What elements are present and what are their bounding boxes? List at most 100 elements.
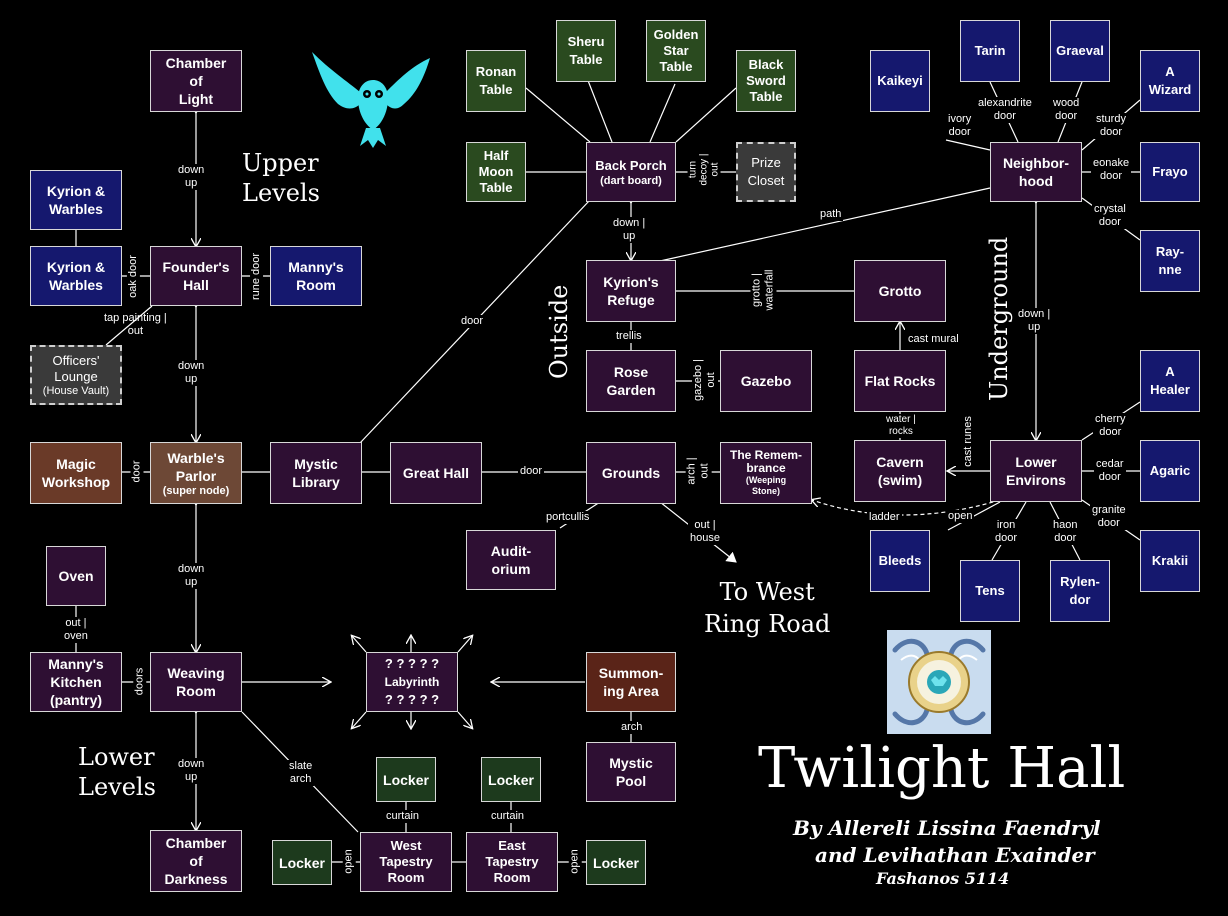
edge-label: tap painting |out (104, 312, 167, 337)
room-locker-west-upper[interactable]: Locker (376, 757, 436, 802)
room-label: Chamber (165, 835, 227, 851)
room-raynne[interactable]: Ray-nne (1140, 230, 1200, 292)
room-neighborhood[interactable]: Neighbor-hood (990, 142, 1082, 202)
room-label: Great Hall (402, 465, 470, 481)
room-officers-lounge[interactable]: Officers'Lounge(House Vault) (30, 345, 122, 405)
room-label: Mystic (294, 456, 338, 472)
room-label: Workshop (41, 474, 111, 490)
room-label: Manny's (288, 259, 344, 275)
room-label: Tapestry (379, 854, 433, 869)
room-kyrion-warbles-upper[interactable]: Kyrion &Warbles (30, 170, 122, 230)
room-label: East (498, 838, 526, 853)
room-label: Light (178, 91, 214, 107)
room-label: A (1165, 64, 1175, 79)
room-flat-rocks[interactable]: Flat Rocks (854, 350, 946, 412)
room-label: Tarin (974, 43, 1006, 58)
edge-label: grotto |waterfall (750, 267, 777, 313)
room-label: Manny's (48, 656, 104, 672)
credits-date: Fashanos 5114 (876, 869, 1010, 888)
room-label: Moon (478, 164, 514, 179)
room-locker-east[interactable]: Locker (586, 840, 646, 885)
room-oven[interactable]: Oven (46, 546, 106, 606)
room-grounds[interactable]: Grounds (586, 442, 676, 504)
room-locker-east-upper[interactable]: Locker (481, 757, 541, 802)
room-label: Table (659, 59, 693, 74)
room-kyrion-warbles[interactable]: Kyrion &Warbles (30, 246, 122, 306)
room-label: brance (746, 461, 786, 475)
room-gazebo[interactable]: Gazebo (720, 350, 812, 412)
room-label: A (1165, 364, 1175, 379)
room-label: Labyrinth (384, 675, 440, 689)
room-label: Room (387, 870, 425, 885)
room-label: Table (479, 82, 513, 97)
room-summoning-area[interactable]: Summon-ing Area (586, 652, 676, 712)
room-label: Parlor (175, 467, 217, 484)
room-kaikeyi[interactable]: Kaikeyi (870, 50, 930, 112)
room-agaric[interactable]: Agaric (1140, 440, 1200, 502)
room-label: The Remem- (729, 448, 803, 462)
edge-label: trellis (614, 330, 644, 343)
room-locker-west[interactable]: Locker (272, 840, 332, 885)
room-label: Table (569, 52, 603, 67)
room-label: Magic (56, 456, 96, 472)
room-bleeds[interactable]: Bleeds (870, 530, 930, 592)
edge-label: oak door (126, 253, 140, 300)
room-label: Ray- (1155, 244, 1185, 259)
room-label: Room (296, 277, 336, 293)
room-label: Grotto (878, 283, 922, 299)
room-label: Room (493, 870, 531, 885)
room-a-wizard[interactable]: A Wizard (1140, 50, 1200, 112)
room-frayo[interactable]: Frayo (1140, 142, 1200, 202)
room-label: Ronan (475, 64, 517, 79)
room-labyrinth[interactable]: ? ? ? ? ?Labyrinth? ? ? ? ? (366, 652, 458, 712)
room-grotto[interactable]: Grotto (854, 260, 946, 322)
room-label: Wizard (1148, 82, 1192, 97)
room-label: orium (491, 561, 531, 577)
room-graeval[interactable]: Graeval (1050, 20, 1110, 82)
room-krakii[interactable]: Krakii (1140, 530, 1200, 592)
room-label: Sword (746, 73, 786, 88)
room-auditorium[interactable]: Audit-orium (466, 530, 556, 590)
edge-label: out |oven (62, 617, 90, 643)
room-rylendor[interactable]: Rylen-dor (1050, 560, 1110, 622)
room-label: Star (663, 43, 689, 58)
room-cavern[interactable]: Cavern(swim) (854, 440, 946, 502)
room-label: Kaikeyi (877, 73, 923, 88)
room-label: Founder's (162, 259, 230, 275)
room-tens[interactable]: Tens (960, 560, 1020, 622)
room-back-porch[interactable]: Back Porch(dart board) (586, 142, 676, 202)
room-label: Flat Rocks (864, 373, 936, 389)
room-tarin[interactable]: Tarin (960, 20, 1020, 82)
room-great-hall[interactable]: Great Hall (390, 442, 482, 504)
edge-label: cast mural (906, 333, 961, 346)
area-label-underground: Underground (985, 236, 1013, 401)
